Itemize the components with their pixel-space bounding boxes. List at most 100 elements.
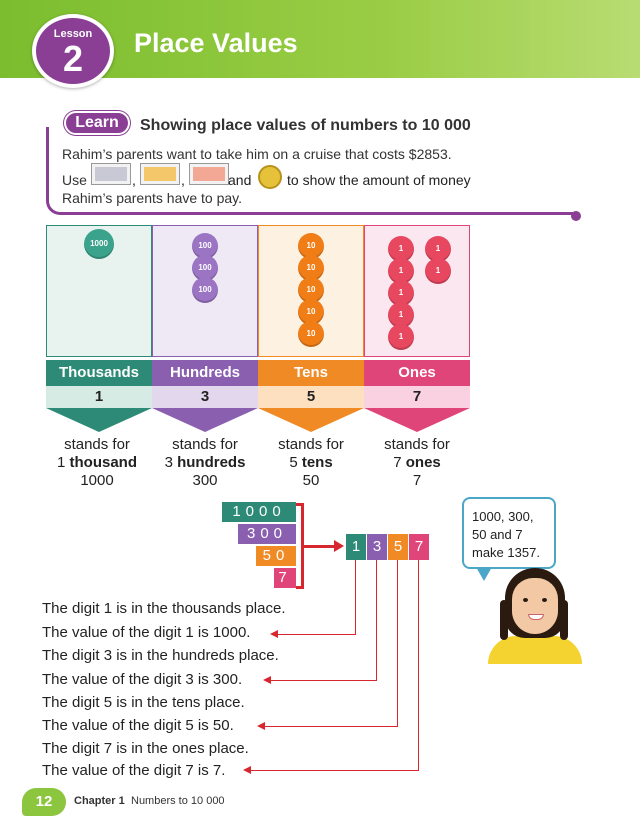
hundred-coin: 100 xyxy=(192,277,218,303)
speech-bubble-tail xyxy=(476,567,492,581)
statement-value: The value of the digit 7 is 7. xyxy=(42,762,226,779)
ten-coin: 10 xyxy=(298,255,324,281)
hundred-coin: 100 xyxy=(192,255,218,281)
col-digit-thousands: 1 xyxy=(46,386,152,408)
comma-2: , xyxy=(181,172,185,188)
hundred-dollar-note-icon xyxy=(140,163,180,185)
col-head-ones: Ones xyxy=(364,360,470,386)
girl-braid xyxy=(500,600,508,640)
stands-for-label: stands for xyxy=(172,436,238,453)
lesson-label: Lesson xyxy=(53,28,93,40)
connector-tens-h xyxy=(265,726,398,727)
statement-place: The digit 7 is in the ones place. xyxy=(42,740,249,757)
ten-coin: 10 xyxy=(298,233,324,259)
one-coin: 1 xyxy=(388,236,414,262)
left-arrow-icon xyxy=(243,766,251,774)
down-arrow-icon xyxy=(46,408,152,432)
footer-chapter: Chapter 1 xyxy=(74,795,125,807)
one-coin: 1 xyxy=(388,280,414,306)
one-dollar-coin-icon xyxy=(258,165,282,189)
bubble-line: 50 and 7 xyxy=(472,527,523,542)
down-arrow-icon xyxy=(258,408,364,432)
left-arrow-icon xyxy=(257,722,265,730)
ones-panel xyxy=(364,225,470,357)
connector-thousands xyxy=(355,560,356,635)
phrase-word: ones xyxy=(405,454,441,471)
learn-tag: Learn xyxy=(64,111,130,135)
down-arrow-icon xyxy=(364,408,470,432)
bubble-line: make 1357. xyxy=(472,545,540,560)
right-arrow-icon xyxy=(334,540,344,552)
use-word: Use xyxy=(62,172,87,188)
statement-value: The value of the digit 1 is 1000. xyxy=(42,624,251,641)
one-coin: 1 xyxy=(388,324,414,350)
ten-coin: 10 xyxy=(298,277,324,303)
speech-bubble-text: 1000, 300, 50 and 7 make 1357. xyxy=(472,508,552,562)
expanded-hundreds: 300 xyxy=(238,524,296,544)
digit-thousands: 1 xyxy=(346,534,366,560)
down-arrow-icon xyxy=(152,408,258,432)
page-number: 12 xyxy=(22,788,66,816)
lesson-number: 2 xyxy=(62,38,84,79)
page-title: Place Values xyxy=(134,28,298,58)
ten-coin: 10 xyxy=(298,321,324,347)
expanded-ones: 7 xyxy=(274,568,296,588)
place-value: 50 xyxy=(302,472,320,489)
place-value: 1000 xyxy=(80,472,114,489)
left-arrow-icon xyxy=(270,630,278,638)
sum-bracket xyxy=(296,503,304,589)
lesson-badge: Lesson 2 xyxy=(32,14,114,88)
learn-frame-dot xyxy=(571,211,581,221)
thousand-coin: 1000 xyxy=(84,229,114,259)
statement-place: The digit 3 is in the hundreds place. xyxy=(42,647,279,664)
phrase-number: 7 xyxy=(393,454,402,471)
col-digit-ones: 7 xyxy=(364,386,470,408)
learn-frame xyxy=(46,127,574,215)
digit-ones: 7 xyxy=(409,534,429,560)
one-coin: 1 xyxy=(425,258,451,284)
problem-line-2-rest: to show the amount of money xyxy=(287,172,471,188)
phrase-number: 3 xyxy=(164,454,173,471)
stands-for-tens: stands for 5 tens 50 xyxy=(258,436,364,490)
stands-for-label: stands for xyxy=(278,436,344,453)
thousand-dollar-note-icon xyxy=(91,163,131,185)
speech-bubble xyxy=(462,497,556,569)
statement-value: The value of the digit 5 is 50. xyxy=(42,717,234,734)
statement-value: The value of the digit 3 is 300. xyxy=(42,671,243,688)
phrase-word: thousand xyxy=(69,454,138,471)
girl-eye xyxy=(523,598,528,602)
stands-for-ones: stands for 7 ones 7 xyxy=(364,436,470,490)
stands-for-hundreds: stands for 3 hundreds 300 xyxy=(152,436,258,490)
statement-place: The digit 5 is in the tens place. xyxy=(42,694,245,711)
one-coin: 1 xyxy=(388,302,414,328)
col-head-thousands: Thousands xyxy=(46,360,152,386)
col-digit-tens: 5 xyxy=(258,386,364,408)
and-word: and xyxy=(228,172,252,188)
problem-line-1: Rahim’s parents want to take him on a cr… xyxy=(62,146,452,162)
digit-tens: 5 xyxy=(388,534,408,560)
one-coin: 1 xyxy=(388,258,414,284)
expanded-thousands: 1000 xyxy=(222,502,296,522)
one-coin: 1 xyxy=(425,236,451,262)
problem-line-3: Rahim’s parents have to pay. xyxy=(62,190,243,206)
girl-eye xyxy=(542,598,547,602)
connector-ones-h xyxy=(251,770,419,771)
comma-1: , xyxy=(132,172,136,188)
phrase-number: 1 xyxy=(56,454,66,471)
connector-hundreds xyxy=(376,560,377,681)
phrase-word: hundreds xyxy=(177,454,246,471)
connector-thousands-h xyxy=(278,634,356,635)
stands-for-label: stands for xyxy=(384,436,450,453)
ten-coin: 10 xyxy=(298,299,324,325)
bubble-line: 1000, 300, xyxy=(472,509,534,524)
connector-tens xyxy=(397,560,398,727)
expanded-tens: 50 xyxy=(256,546,296,566)
girl-illustration xyxy=(488,636,582,664)
problem-line-2: Use xyxy=(62,172,87,188)
hundred-coin: 100 xyxy=(192,233,218,259)
connector-hundreds-h xyxy=(271,680,377,681)
stands-for-label: stands for xyxy=(64,436,130,453)
phrase-word: tens xyxy=(301,454,333,471)
col-head-tens: Tens xyxy=(258,360,364,386)
girl-face xyxy=(512,578,558,634)
